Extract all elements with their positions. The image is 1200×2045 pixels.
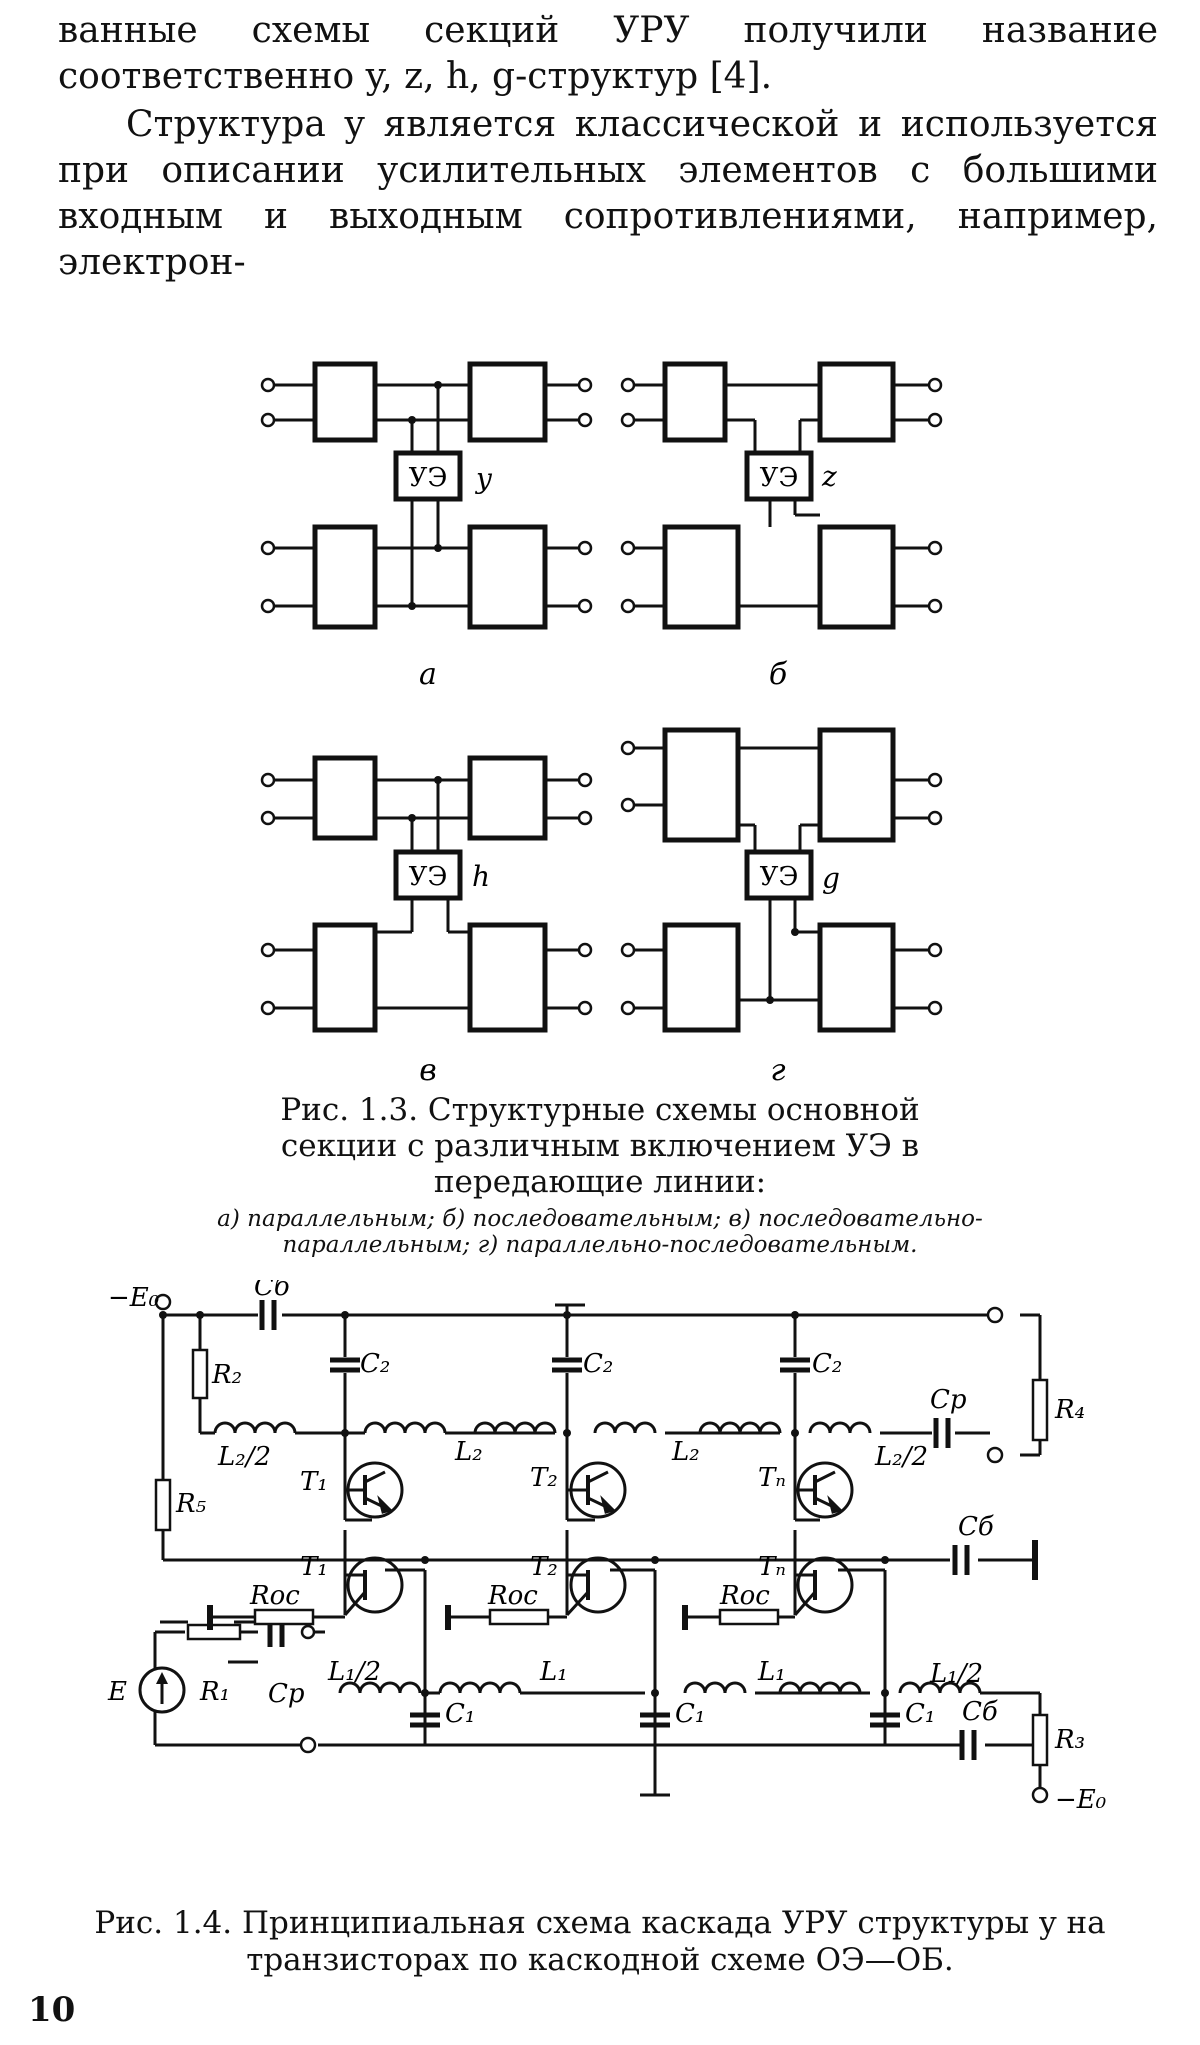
fig14-labels: −E₀ Cб R₂ C₂ C₂ C₂ Cр R₄ L₂/2 L₂ L₂ L₂/2… <box>107 1280 1107 1815</box>
svg-text:C₁: C₁ <box>905 1699 935 1729</box>
fig13-subcaption: а) параллельным; б) последовательным; в)… <box>217 1206 983 1258</box>
fig14-wires <box>153 1303 1042 1797</box>
fig13-ue-label-a: УЭ <box>409 463 448 493</box>
fig13-ue-label-v: УЭ <box>409 862 448 892</box>
svg-text:R₃: R₃ <box>1054 1725 1085 1755</box>
fig14-capacitors <box>259 1300 1038 1760</box>
svg-text:T₁: T₁ <box>300 1552 328 1582</box>
svg-text:Cб: Cб <box>958 1512 994 1542</box>
svg-text:T₂: T₂ <box>530 1463 558 1493</box>
fig13-ue-label-g: УЭ <box>760 862 799 892</box>
figure-1-4-schematic: −E₀ Cб R₂ C₂ C₂ C₂ Cр R₄ L₂/2 L₂ L₂ L₂/2… <box>107 1280 1107 1815</box>
fig13-panel-a: УЭ y а <box>260 361 593 692</box>
fig13-sub-a: а <box>419 657 437 692</box>
svg-text:L₁: L₁ <box>539 1657 568 1687</box>
svg-text:R₅: R₅ <box>175 1489 207 1519</box>
fig14-transistors <box>138 1461 887 1714</box>
svg-text:T₂: T₂ <box>530 1552 558 1582</box>
fig13-panel-g: УЭ g г <box>620 727 943 1088</box>
svg-text:C₂: C₂ <box>583 1349 613 1379</box>
svg-text:C₁: C₁ <box>445 1699 475 1729</box>
fig13-sub-g: г <box>770 1053 785 1088</box>
svg-text:L₁: L₁ <box>757 1657 786 1687</box>
svg-text:Rос: Rос <box>249 1581 300 1611</box>
svg-text:Cб: Cб <box>962 1697 998 1727</box>
fig13-panel-v: УЭ h в <box>260 755 593 1088</box>
fig13-caption: Рис. 1.3. Структурные схемы основной сек… <box>280 1092 920 1200</box>
svg-text:Cр: Cр <box>930 1385 967 1415</box>
svg-text:Rос: Rос <box>719 1581 770 1611</box>
svg-text:R₄: R₄ <box>1054 1395 1085 1425</box>
svg-text:−E₀: −E₀ <box>108 1283 160 1313</box>
svg-text:Tₙ: Tₙ <box>758 1463 786 1493</box>
svg-text:Rос: Rос <box>487 1581 538 1611</box>
svg-text:E: E <box>107 1677 127 1707</box>
fig13-ue-label-b: УЭ <box>760 463 799 493</box>
fig14-inductors <box>213 1421 982 1694</box>
fig13-panel-b: УЭ z б <box>620 361 943 692</box>
svg-text:L₂/2: L₂/2 <box>874 1442 928 1472</box>
svg-text:−E₀: −E₀ <box>1055 1785 1107 1815</box>
svg-text:Tₙ: Tₙ <box>758 1552 786 1582</box>
svg-text:Cр: Cр <box>268 1679 305 1709</box>
paragraph-2: Структура y является классической и испо… <box>58 104 1158 283</box>
fig14-terminals <box>154 1293 1049 1804</box>
fig13-sub-v: в <box>419 1053 436 1088</box>
svg-text:L₂/2: L₂/2 <box>217 1442 271 1472</box>
svg-text:Cб: Cб <box>254 1280 290 1302</box>
svg-text:L₁/2: L₁/2 <box>327 1657 381 1687</box>
svg-text:L₂: L₂ <box>671 1437 700 1467</box>
svg-text:C₂: C₂ <box>360 1349 390 1379</box>
fig13-sub-b: б <box>769 657 788 692</box>
fig13-letter-b: z <box>821 460 837 493</box>
svg-text:C₂: C₂ <box>812 1349 842 1379</box>
paragraph-1: ванные схемы секций УРУ получили названи… <box>58 10 1158 97</box>
fig13-letter-v: h <box>472 860 490 893</box>
svg-text:L₁/2: L₁/2 <box>929 1659 983 1689</box>
svg-text:T₁: T₁ <box>300 1467 328 1497</box>
figure-1-3: УЭ y а УЭ z б <box>260 361 943 1088</box>
fig13-letter-a: y <box>474 462 493 495</box>
svg-text:R₁: R₁ <box>199 1677 230 1707</box>
fig13-letter-g: g <box>822 862 840 895</box>
page-number: 10 <box>28 1990 76 2030</box>
svg-text:R₂: R₂ <box>211 1360 242 1390</box>
svg-text:L₂: L₂ <box>454 1437 483 1467</box>
svg-text:C₁: C₁ <box>675 1699 705 1729</box>
fig14-caption: Рис. 1.4. Принципиальная схема каскада У… <box>94 1905 1106 1978</box>
